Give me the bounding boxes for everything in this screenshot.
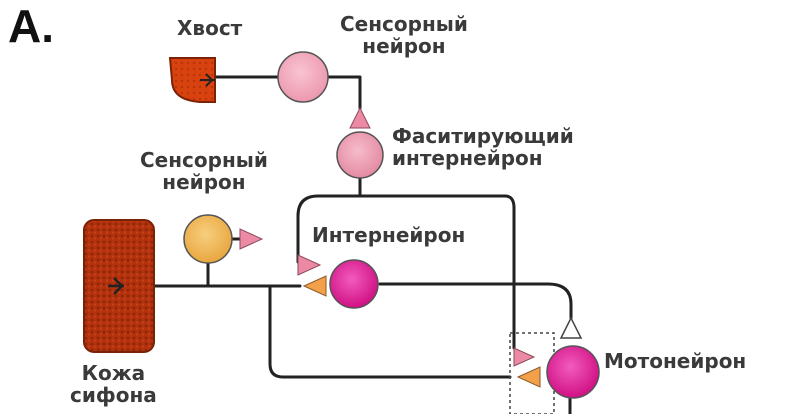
siphon-skin-label-line2: сифона: [70, 382, 157, 407]
synapse-triangle-facilitating: [349, 106, 371, 129]
synapse-triangle-sensory-left: [239, 228, 264, 250]
tail-sensory-ending: [200, 73, 215, 87]
facilitating-interneuron-cell: [336, 131, 384, 179]
interneuron-label: Интернейрон: [312, 223, 466, 247]
interneuron-cell: [329, 259, 379, 309]
sensory-neuron-top-label: Сенсорный нейрон: [340, 12, 468, 58]
synapse-triangle-sensory-on-motoneuron: [516, 366, 541, 388]
siphon-skin-label: Кожа сифона: [70, 361, 157, 407]
sensory-neuron-top-label-line2: нейрон: [362, 33, 446, 58]
siphon-sensory-ending: [108, 277, 124, 295]
facilitating-interneuron-label: Фаситирующий интернейрон: [392, 124, 574, 170]
synapse-triangle-facilitating-on-motoneuron: [513, 347, 536, 367]
motoneuron-label: Мотонейрон: [604, 349, 747, 373]
panel-label: А.: [8, 0, 54, 52]
facilitating-interneuron-label-line1: Фаситирующий: [392, 124, 574, 148]
synapse-triangle-sensory-on-interneuron: [302, 275, 327, 297]
sensory-neuron-left-label-line2: нейрон: [162, 169, 246, 194]
sensory-neuron-left-label-line1: Сенсорный: [140, 148, 268, 172]
sensory-neuron-left: [183, 214, 233, 264]
motoneuron-cell: [546, 345, 600, 399]
sensory-neuron-left-label: Сенсорный нейрон: [140, 148, 268, 194]
sensory-neuron-top-label-line1: Сенсорный: [340, 12, 468, 36]
tail-label: Хвост: [177, 16, 243, 40]
sensory-neuron-top: [277, 51, 329, 103]
synapse-triangle-facilitating-on-interneuron: [297, 254, 322, 276]
tail-shape: [168, 57, 216, 103]
synapse-triangle-interneuron-on-motoneuron: [559, 316, 583, 339]
facilitating-interneuron-label-line2: интернейрон: [392, 145, 543, 170]
siphon-skin-label-line1: Кожа: [81, 361, 146, 385]
